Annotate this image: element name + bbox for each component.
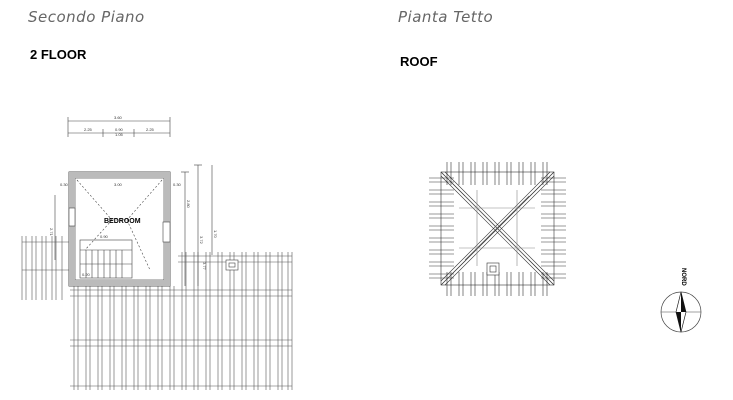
north-compass: NORD <box>660 268 702 333</box>
roof-chimney-inner <box>489 265 497 273</box>
roof-plan-script-title: Pianta Tetto <box>398 8 494 26</box>
outer-wall-line <box>68 171 171 287</box>
dim-c: 2.25 <box>146 127 155 132</box>
wall-fill <box>69 172 170 286</box>
stair <box>79 239 133 279</box>
small-dim: 0.20 <box>82 272 91 277</box>
stair-dim: 0.90 <box>100 234 109 239</box>
left-deck <box>21 236 69 300</box>
side-dim-2: 3.72 <box>199 236 204 245</box>
dim-b: 0.90 <box>115 127 124 132</box>
wall-dim-left: 0.30 <box>60 182 69 187</box>
dim-a: 2.25 <box>84 127 93 132</box>
roof-label: ROOF <box>400 54 438 69</box>
chimney-inner <box>228 262 236 268</box>
overall-width-dim: 3.60 <box>114 115 123 120</box>
second-floor-label: 2 FLOOR <box>30 47 87 62</box>
lower-deck <box>70 289 292 387</box>
floor-plan: 3.60 2.25 0.90 1.05 2.25 0.30 3.00 0.30 … <box>21 115 293 390</box>
bedroom-label: BEDROOM <box>104 218 141 225</box>
roof-rafters-left <box>429 177 454 279</box>
roof-outline <box>440 171 555 286</box>
left-side-dim: 2.71 <box>49 228 54 237</box>
side-dim-3: 1.70 <box>213 230 218 239</box>
roof-rafters-top <box>446 162 548 185</box>
nord-label: NORD <box>680 268 686 286</box>
side-dim-4: 3.77 <box>202 262 207 271</box>
dim-b-sub: 1.05 <box>115 132 124 137</box>
top-dimension-chain <box>67 117 171 137</box>
roof-rafters-right <box>541 177 566 279</box>
compass-needle-fill <box>676 292 686 332</box>
roof-rafters-bottom <box>446 272 548 296</box>
side-dim-1: 2.80 <box>186 200 191 209</box>
deck-boards <box>73 252 293 390</box>
wall-dim-mid: 3.00 <box>114 182 123 187</box>
roof-plan <box>429 162 566 296</box>
second-floor-script-title: Secondo Piano <box>28 8 145 26</box>
wall-dim-right: 0.30 <box>173 182 182 187</box>
roof-chimney <box>486 262 500 276</box>
chimney-box <box>225 259 239 271</box>
